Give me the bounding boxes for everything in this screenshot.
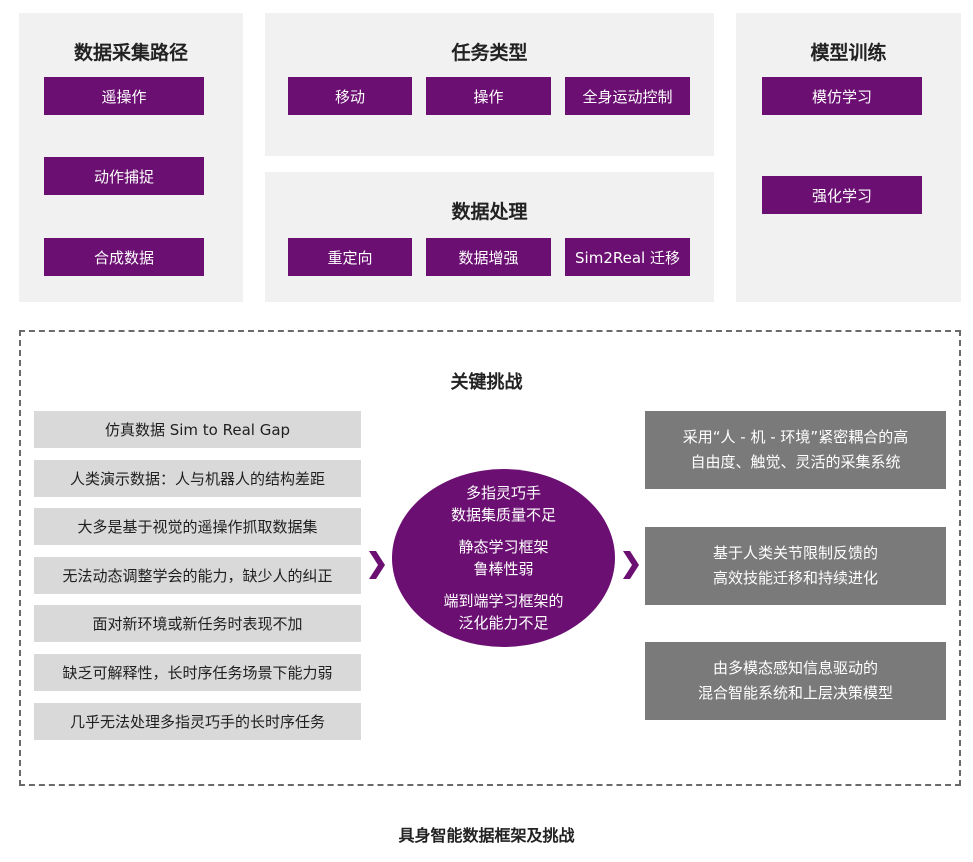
challenge-item: 无法动态调整学会的能力，缺少人的纠正 — [34, 557, 361, 594]
core-problem-line: 鲁棒性弱 — [473, 560, 534, 578]
collection-panel: 数据采集路径 遥操作 动作捕捉 合成数据 — [19, 13, 243, 302]
collection-teleoperation: 遥操作 — [44, 77, 204, 115]
core-problem: 多指灵巧手 数据集质量不足 — [451, 482, 556, 526]
core-problem-line: 数据集质量不足 — [450, 506, 556, 524]
solution-line: 采用“人 - 机 - 环境”紧密耦合的高 — [682, 428, 909, 446]
collection-title: 数据采集路径 — [73, 42, 188, 64]
solution-line: 混合智能系统和上层决策模型 — [697, 684, 893, 702]
core-problem: 静态学习框架 鲁棒性弱 — [458, 536, 548, 580]
figure-caption: 具身智能数据框架及挑战 — [398, 826, 575, 845]
training-title: 模型训练 — [810, 42, 887, 64]
training-reinforcement: 强化学习 — [762, 176, 922, 214]
processing-title: 数据处理 — [451, 201, 528, 223]
training-imitation: 模仿学习 — [762, 77, 922, 115]
core-problem-line: 静态学习框架 — [458, 538, 549, 556]
challenge-item: 人类演示数据：人与机器人的结构差距 — [34, 460, 361, 497]
solution-box: 采用“人 - 机 - 环境”紧密耦合的高 自由度、触觉、灵活的采集系统 — [645, 411, 946, 489]
chevron-right-icon — [369, 551, 385, 579]
processing-panel: 数据处理 重定向 数据增强 Sim2Real 迁移 — [265, 172, 714, 302]
core-problem-line: 多指灵巧手 — [465, 484, 541, 502]
chevron-right-icon — [623, 551, 639, 579]
processing-retargeting: 重定向 — [288, 238, 412, 276]
collection-synthetic-data: 合成数据 — [44, 238, 204, 276]
solution-box: 由多模态感知信息驱动的 混合智能系统和上层决策模型 — [645, 642, 946, 720]
challenge-item: 缺乏可解释性，长时序任务场景下能力弱 — [34, 654, 361, 691]
tasks-panel: 任务类型 移动 操作 全身运动控制 — [265, 13, 714, 156]
challenge-item: 面对新环境或新任务时表现不加 — [34, 605, 361, 642]
challenge-item: 几乎无法处理多指灵巧手的长时序任务 — [34, 703, 361, 740]
core-problems-circle: 多指灵巧手 数据集质量不足 静态学习框架 鲁棒性弱 端到端学习框架的 泛化能力不… — [392, 469, 615, 647]
challenges-frame — [19, 330, 961, 786]
collection-motion-capture: 动作捕捉 — [44, 157, 204, 195]
challenges-title: 关键挑战 — [450, 372, 523, 393]
tasks-title: 任务类型 — [451, 42, 528, 64]
processing-sim2real: Sim2Real 迁移 — [565, 238, 690, 276]
solution-line: 由多模态感知信息驱动的 — [712, 659, 878, 677]
solution-line: 自由度、触觉、灵活的采集系统 — [690, 453, 901, 471]
challenge-item: 仿真数据 Sim to Real Gap — [34, 411, 361, 448]
task-whole-body-control: 全身运动控制 — [565, 77, 690, 115]
challenge-item: 大多是基于视觉的遥操作抓取数据集 — [34, 508, 361, 545]
solution-line: 高效技能迁移和持续进化 — [712, 569, 878, 587]
processing-augmentation: 数据增强 — [426, 238, 551, 276]
task-manipulation: 操作 — [426, 77, 551, 115]
solution-line: 基于人类关节限制反馈的 — [712, 544, 878, 562]
core-problem-line: 泛化能力不足 — [458, 614, 549, 632]
core-problem-line: 端到端学习框架的 — [443, 592, 564, 610]
training-panel: 模型训练 模仿学习 强化学习 — [736, 13, 961, 302]
task-locomotion: 移动 — [288, 77, 412, 115]
solution-box: 基于人类关节限制反馈的 高效技能迁移和持续进化 — [645, 527, 946, 605]
core-problem: 端到端学习框架的 泛化能力不足 — [443, 590, 563, 634]
